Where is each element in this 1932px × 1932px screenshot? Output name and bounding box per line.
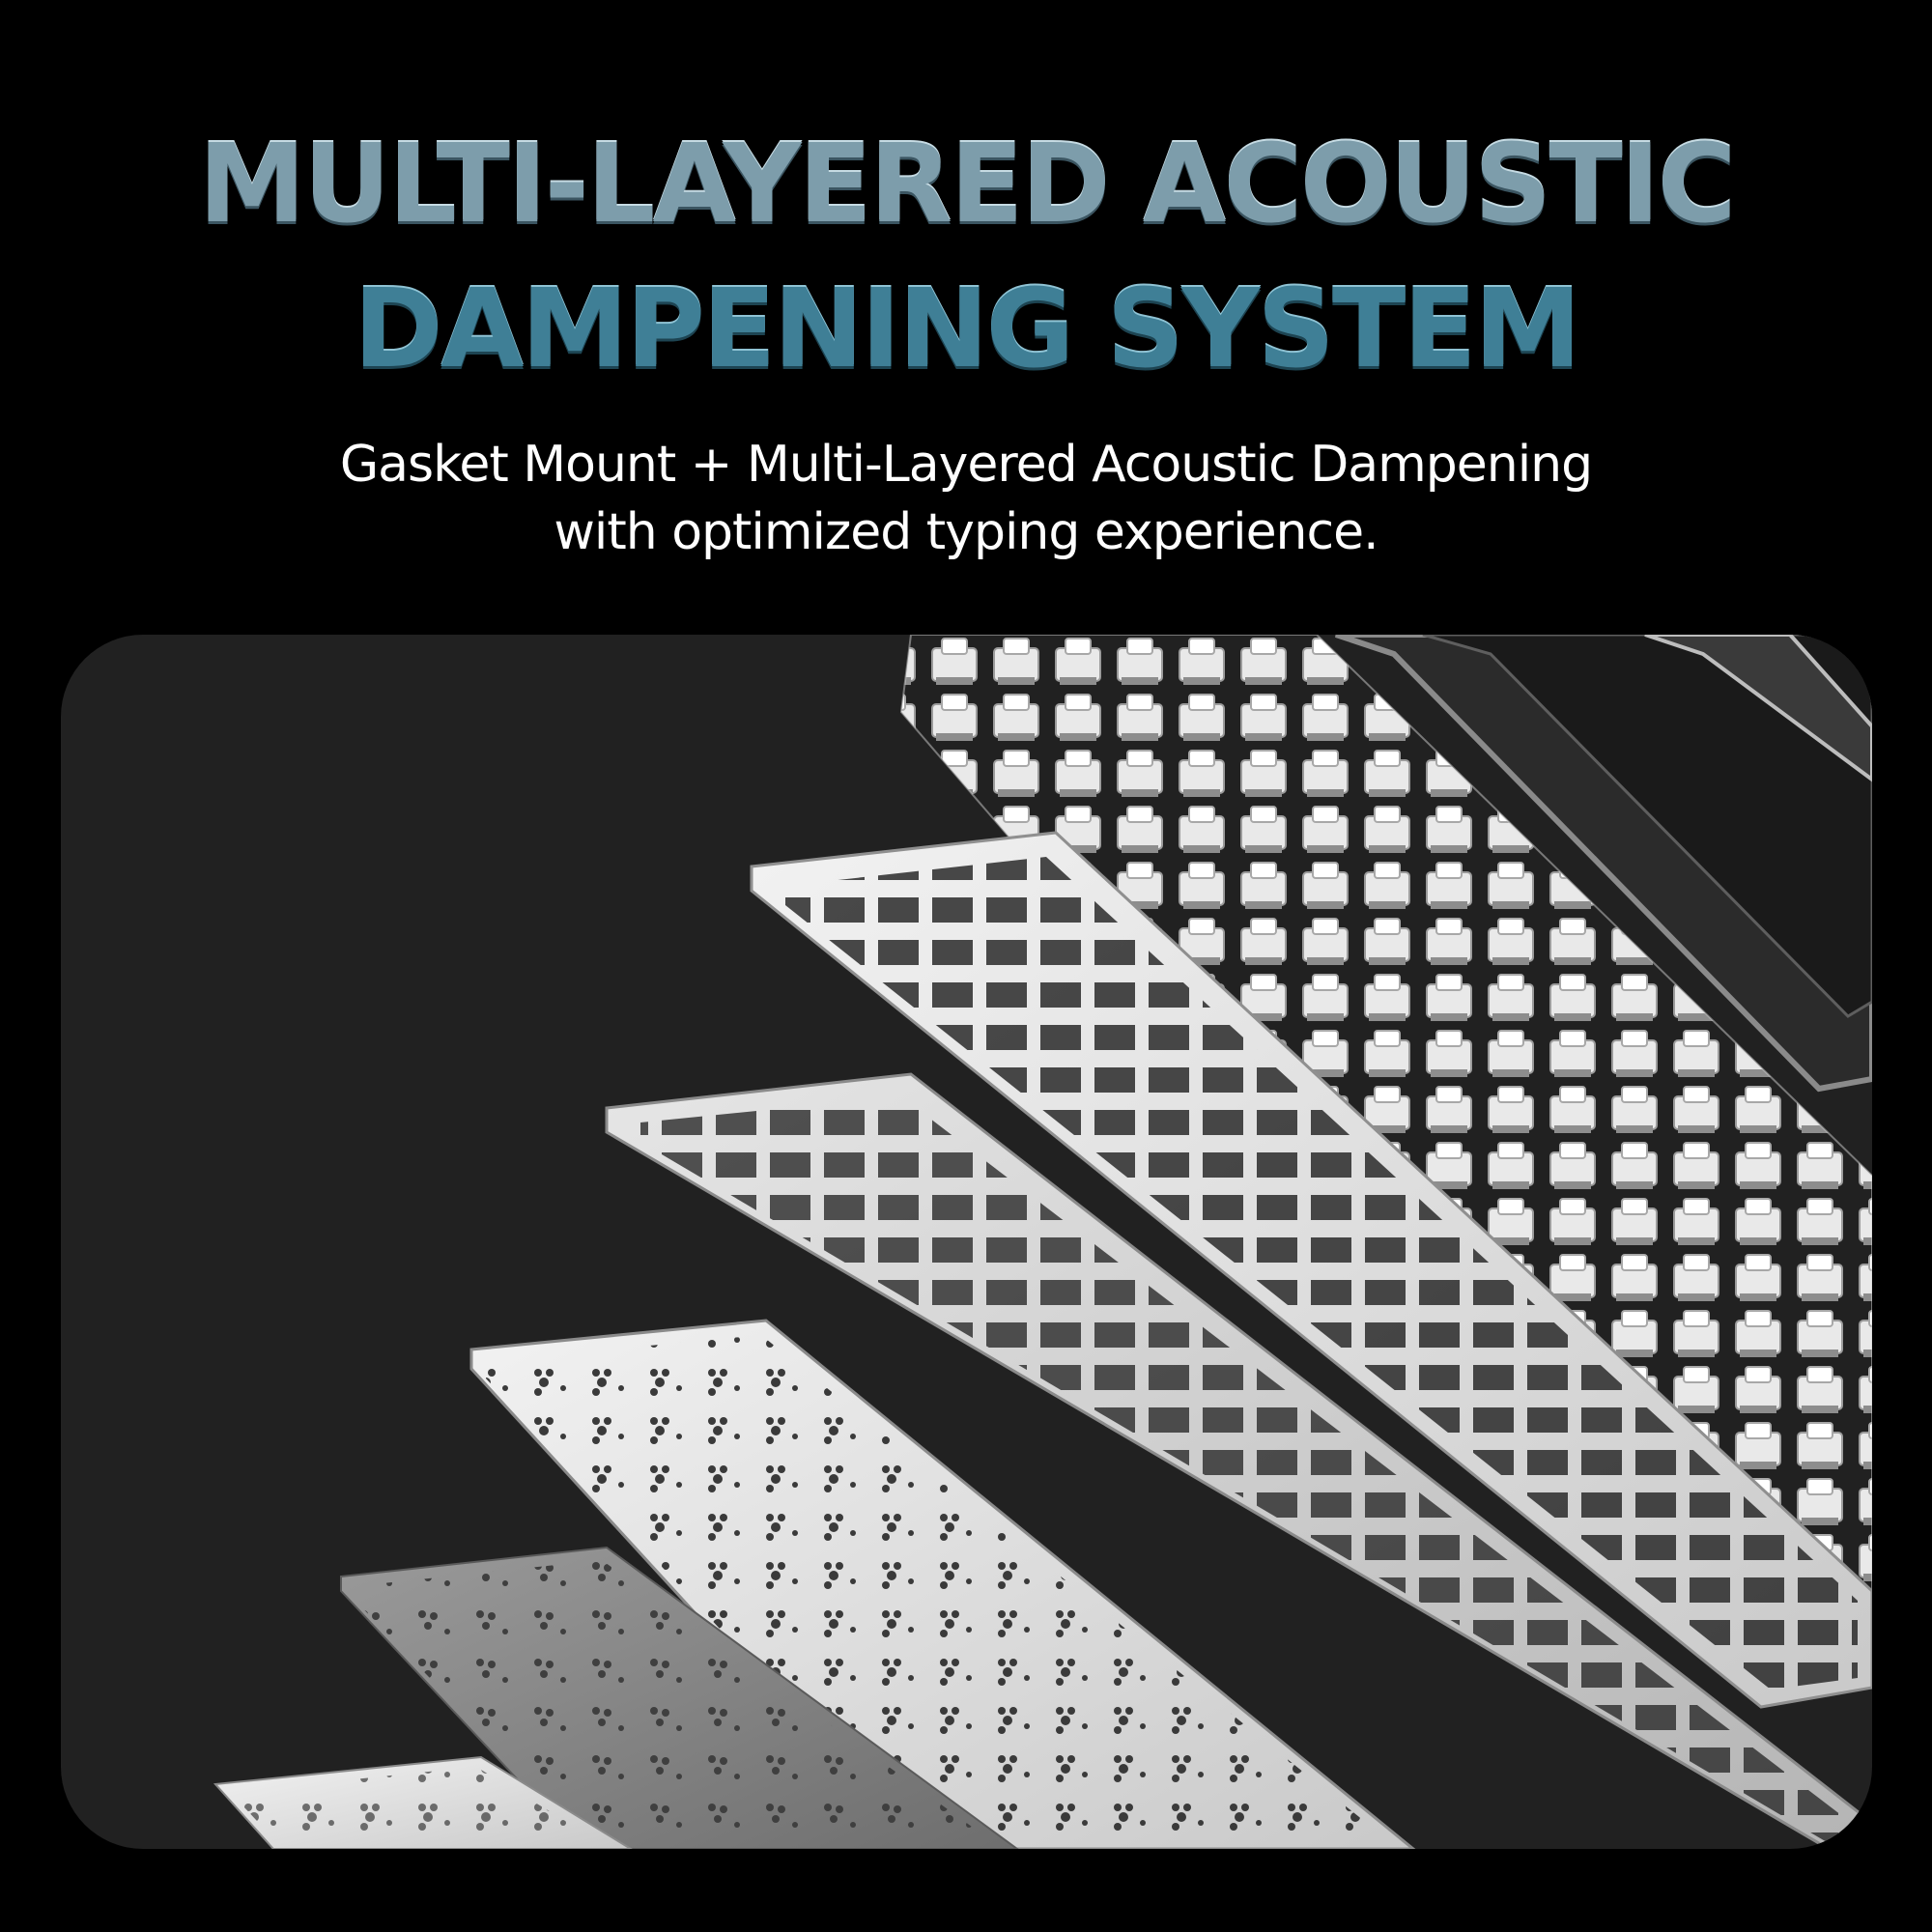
exploded-keyboard-illustration [213,635,1872,1849]
subtitle-line-1: Gasket Mount + Multi-Layered Acoustic Da… [339,436,1593,494]
sound-pad-layer [340,1546,1019,1849]
headline-line-1: MULTI-LAYERED ACOUSTIC [198,122,1736,247]
subtitle-line-2: with optimized typing experience. [554,503,1378,561]
bottom-foam-layer [213,1755,633,1849]
headline-line-2: DAMPENING SYSTEM [353,267,1582,392]
pcb-layer [605,1072,1872,1849]
switch-plate-layer [750,831,1872,1709]
case-frame-layer [1335,635,1872,1093]
foam-layer [469,1319,1416,1849]
exploded-keyboard-image [61,635,1872,1849]
